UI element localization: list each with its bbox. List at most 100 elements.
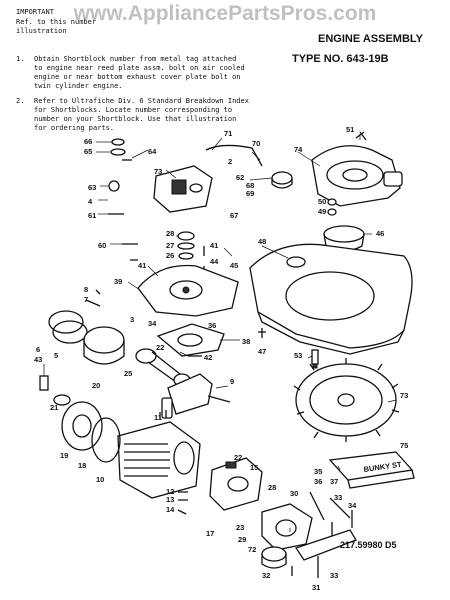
step-2-number: 2.	[16, 97, 24, 105]
exhaust-cover	[61, 401, 103, 451]
step-2-line-2: for Shortblocks. Locate number correspon…	[34, 106, 232, 114]
callout-39: 39	[114, 277, 122, 286]
callout-63: 63	[88, 183, 96, 192]
callout-12: 12	[166, 487, 174, 496]
callout-48: 48	[258, 237, 266, 246]
callout-22-upper: 22	[156, 343, 164, 352]
cylinder-block	[117, 421, 201, 499]
mount-bolts	[122, 243, 205, 274]
engine-shroud	[249, 243, 413, 355]
callout-51: 51	[346, 125, 354, 134]
mount-bracket	[291, 522, 357, 578]
callout-65: 65	[84, 147, 92, 156]
callout-45: 45	[230, 261, 238, 270]
callout-33-lower: 33	[330, 571, 338, 580]
shroud-screw	[258, 328, 266, 338]
callout-41-lower: 41	[138, 261, 146, 270]
callout-74: 74	[294, 145, 303, 154]
callout-11: 11	[154, 413, 162, 422]
callout-62: 62	[236, 173, 244, 182]
block-screws	[159, 410, 167, 420]
callout-21: 21	[50, 403, 58, 412]
leader-lines	[43, 134, 397, 532]
callout-69: 69	[246, 189, 254, 198]
fuel-pump	[261, 503, 313, 551]
piston-rings	[48, 310, 88, 344]
callout-18: 18	[78, 461, 86, 470]
carburetor	[209, 457, 263, 511]
callout-31: 31	[312, 583, 320, 592]
callout-50: 50	[318, 197, 326, 206]
instructions-intro-2: illustration	[16, 27, 67, 35]
left-hardware-stack	[108, 138, 132, 215]
callout-17: 17	[206, 529, 214, 538]
piston	[83, 326, 125, 365]
instructions-intro-1: Ref. to this number	[16, 18, 96, 26]
callout-61: 61	[88, 211, 96, 220]
wrist-pin	[85, 289, 101, 307]
callout-34-lower: 34	[348, 501, 357, 510]
callout-14: 14	[166, 505, 175, 514]
callout-20: 20	[92, 381, 100, 390]
starter-bolt	[355, 131, 367, 141]
callout-32: 32	[262, 571, 270, 580]
callout-38: 38	[242, 337, 250, 346]
callout-46: 46	[376, 229, 384, 238]
callout-4: 4	[88, 197, 93, 206]
callout-64: 64	[148, 147, 157, 156]
callout-37-upper: 37	[330, 477, 338, 486]
callout-28-upper: 28	[166, 229, 174, 238]
cover-gasket	[91, 417, 121, 463]
callout-44: 44	[210, 257, 219, 266]
callout-73-flywheel: 73	[400, 391, 408, 400]
callout-49: 49	[318, 207, 326, 216]
callout-27: 27	[166, 241, 174, 250]
watermark-text: www.AppliancePartsPros.com	[73, 2, 377, 25]
step-2-line-4: for ordering parts.	[34, 124, 114, 132]
carb-small-parts	[177, 491, 188, 515]
type-number-title: TYPE NO. 643-19B	[292, 53, 389, 65]
callout-43: 43	[34, 355, 42, 364]
callout-75: 75	[400, 441, 408, 450]
callout-72: 72	[248, 545, 256, 554]
callout-35: 35	[314, 467, 322, 476]
reed-gasket	[156, 323, 225, 357]
callout-6: 6	[36, 345, 40, 354]
callout-26: 26	[166, 251, 174, 260]
step-1-line-2: to engine near reed plate assm. bolt on …	[34, 64, 245, 72]
callout-19: 19	[60, 451, 68, 460]
callout-73-coil: 73	[154, 167, 162, 176]
crankshaft	[161, 373, 231, 419]
callout-42: 42	[204, 353, 212, 362]
callout-13: 13	[166, 495, 174, 504]
crankcase-plate	[137, 264, 239, 317]
diagram-code: 217.59980 D5	[340, 540, 397, 550]
callout-8: 8	[84, 285, 88, 294]
throttle-cable	[205, 144, 263, 167]
callout-labels: 71 70 74 51 66 65 64 73 2 62 68 69 63 4 …	[34, 125, 408, 592]
callout-29: 29	[238, 535, 246, 544]
step-1-line-1: Obtain Shortblock number from metal tag …	[34, 55, 236, 63]
bearing-washers	[177, 231, 195, 260]
callout-23: 23	[236, 523, 244, 532]
callout-15: 15	[250, 463, 258, 472]
callout-53: 53	[294, 351, 302, 360]
step-1-number: 1.	[16, 55, 24, 63]
callout-68: 68	[246, 181, 254, 190]
step-1-line-3: engine or near bottom exhaust cover plat…	[34, 73, 241, 81]
gasket-kit-box: BUNKY ST	[328, 451, 415, 489]
callout-25: 25	[124, 369, 132, 378]
engine-assembly-title: ENGINE ASSEMBLY	[318, 33, 424, 45]
callout-67: 67	[230, 211, 238, 220]
step-1-line-4: twin cylinder engine.	[34, 82, 123, 90]
callout-22-lower: 22	[234, 453, 242, 462]
callout-2: 2	[228, 157, 232, 166]
callout-66: 66	[84, 137, 92, 146]
starter-washers	[327, 198, 337, 216]
link-rods	[309, 491, 353, 528]
flywheel	[293, 358, 400, 442]
float-bowl	[261, 546, 287, 569]
callout-5: 5	[54, 351, 58, 360]
instructions-block: IMPORTANT Ref. to this number illustrati…	[16, 8, 249, 132]
